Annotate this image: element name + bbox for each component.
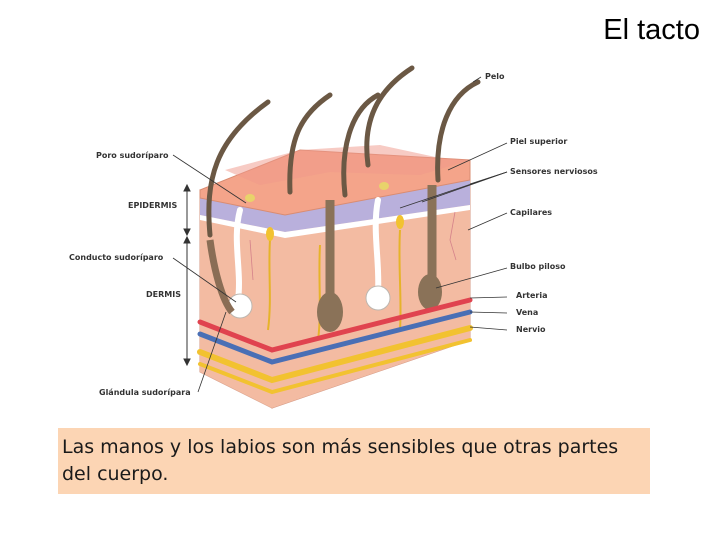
artery — [197, 297, 473, 353]
label-bulbo-piloso: Bulbo piloso — [510, 262, 566, 271]
caption-box: Las manos y los labios son más sensibles… — [58, 428, 650, 494]
sweat-ducts — [233, 197, 382, 303]
label-sensores-nerviosos: Sensores nerviosos — [510, 167, 598, 176]
hair-bulb-2 — [418, 274, 442, 310]
label-nervio: Nervio — [516, 325, 546, 334]
label-conducto-sudoriparo: Conducto sudoríparo — [69, 253, 164, 262]
caption-text: Las manos y los labios son más sensibles… — [62, 436, 619, 485]
layer-brackets — [183, 183, 191, 367]
label-arteria: Arteria — [516, 291, 548, 300]
label-poro-sudoriparo: Poro sudoríparo — [96, 151, 169, 160]
nerve — [197, 325, 473, 384]
label-pelo: Pelo — [485, 72, 505, 81]
label-piel-superior: Piel superior — [510, 137, 568, 146]
label-dermis: DERMIS — [146, 290, 181, 299]
hairs — [206, 65, 481, 238]
label-glandula-sudoripara: Glándula sudorípara — [99, 388, 191, 397]
nerve-sensors — [267, 229, 402, 341]
leader-lines — [172, 76, 508, 393]
sweat-gland-2 — [365, 285, 391, 311]
label-capilares: Capilares — [510, 208, 553, 217]
label-vena: Vena — [516, 308, 539, 317]
skin-cross-section — [172, 65, 508, 409]
slide-title: El tacto — [603, 14, 700, 46]
skin-diagram: Pelo Piel superior Sensores nerviosos Ca… — [69, 65, 598, 409]
blood-vessels — [197, 297, 473, 395]
vein — [197, 309, 473, 365]
hair-follicles — [206, 184, 442, 332]
hair-bulb-1 — [317, 292, 343, 332]
label-epidermis: EPIDERMIS — [128, 201, 178, 210]
